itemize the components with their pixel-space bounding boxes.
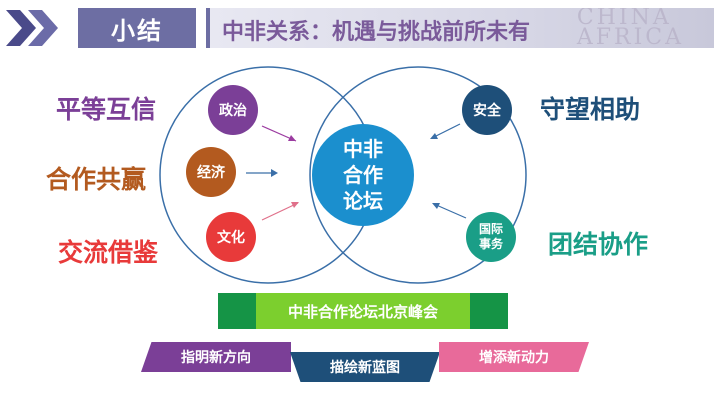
node-international-affairs: 国际 事务 — [466, 212, 516, 262]
chevron-double-icon — [4, 8, 66, 48]
watermark: CHINA AFRICA — [577, 8, 684, 48]
summit-left-block — [218, 293, 256, 329]
summit-banner: 中非合作论坛北京峰会 — [218, 293, 508, 329]
node-intl-line-2: 事务 — [478, 237, 503, 251]
node-security: 安全 — [462, 85, 512, 135]
watermark-line-1: CHINA — [576, 8, 672, 30]
center-line-3: 论坛 — [343, 189, 383, 213]
phrase-exchange: 交流借鉴 — [58, 238, 159, 267]
summit-label: 中非合作论坛北京峰会 — [256, 293, 470, 329]
arrow-security — [431, 123, 461, 139]
phrase-equality: 平等互信 — [56, 95, 157, 124]
arrow-security-head — [430, 133, 438, 139]
node-economy: 经济 — [186, 147, 236, 197]
arrow-intl-head — [432, 203, 440, 209]
phrase-win-win: 合作共赢 — [46, 165, 147, 194]
node-politics: 政治 — [208, 85, 258, 135]
summit-right-block — [470, 293, 508, 329]
tag-new-blueprint: 描绘新蓝图 — [290, 352, 440, 382]
tag-new-momentum: 增添新动力 — [439, 342, 589, 372]
node-culture: 文化 — [206, 212, 256, 262]
phrase-unity: 团结协作 — [548, 230, 649, 259]
arrow-culture-head — [291, 202, 299, 208]
arrow-intl — [433, 203, 467, 219]
subtitle-banner: CHINA AFRICA 中非关系：机遇与挑战前所未有 — [206, 8, 714, 48]
center-line-2: 合作 — [343, 163, 383, 187]
tag-new-direction: 指明新方向 — [141, 342, 291, 372]
node-intl-line-1: 国际 — [478, 222, 503, 236]
center-line-1: 中非 — [343, 137, 383, 161]
watermark-line-2: AFRICA — [576, 25, 684, 49]
arrow-economy-head — [271, 169, 278, 177]
section-title: 小结 — [78, 8, 196, 48]
phrase-mutual-support: 守望相助 — [540, 95, 641, 124]
page-subtitle: 中非关系：机遇与挑战前所未有 — [222, 20, 531, 45]
node-center-forum: 中非 合作 论坛 — [312, 124, 414, 226]
arrow-politics-head — [288, 135, 296, 141]
arrow-culture — [261, 202, 299, 221]
right-circle — [309, 66, 527, 284]
